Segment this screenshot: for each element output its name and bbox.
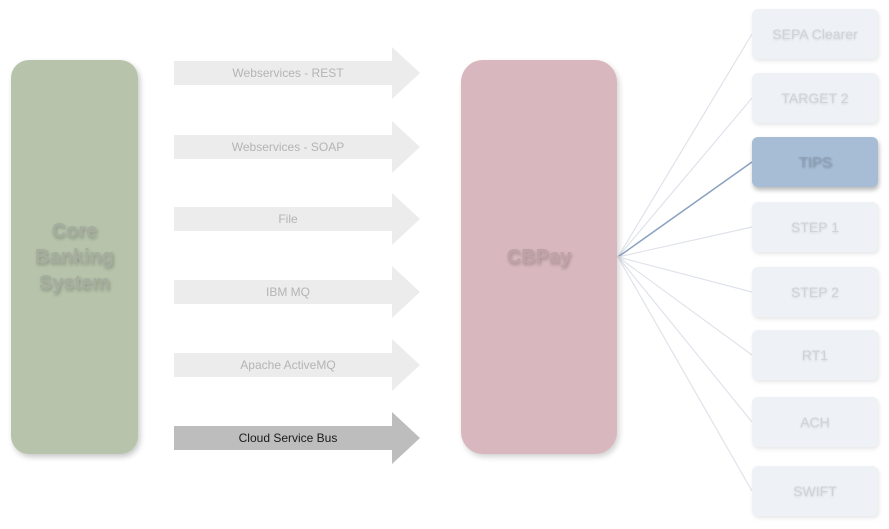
cbpay-label: CBPay xyxy=(506,245,572,268)
target-step-1[interactable]: STEP 1 xyxy=(752,202,878,252)
channel-label: Cloud Service Bus xyxy=(238,431,338,445)
target-label: TIPS xyxy=(798,153,832,171)
target-label: STEP 2 xyxy=(791,284,839,300)
channel-label: Apache ActiveMQ xyxy=(240,358,336,372)
channel-arrow-apache-activemq[interactable]: Apache ActiveMQ xyxy=(174,339,420,391)
target-label: SWIFT xyxy=(793,483,837,499)
connector-line xyxy=(617,256,753,293)
arrow-shape xyxy=(174,47,420,99)
connector-line xyxy=(617,33,753,258)
connector-line xyxy=(617,226,753,258)
target-target-2[interactable]: TARGET 2 xyxy=(752,73,878,123)
core-banking-system-box[interactable]: Core Banking System xyxy=(11,60,138,454)
target-swift[interactable]: SWIFT xyxy=(752,466,878,516)
target-ach[interactable]: ACH xyxy=(752,397,878,447)
target-rt1[interactable]: RT1 xyxy=(752,330,878,380)
channel-label: IBM MQ xyxy=(266,285,310,299)
channel-label: Webservices - REST xyxy=(232,66,344,80)
channel-label: File xyxy=(278,212,298,226)
channel-label: Webservices - SOAP xyxy=(231,140,345,154)
connector-line xyxy=(617,256,753,492)
core-banking-system-label: Core Banking System xyxy=(35,220,114,294)
target-label: ACH xyxy=(800,414,830,430)
channel-arrow-file[interactable]: File xyxy=(174,193,420,245)
arrow-shape xyxy=(174,193,420,245)
target-tips[interactable]: TIPS xyxy=(752,137,878,187)
target-label: TARGET 2 xyxy=(781,90,849,106)
channel-arrow-webservices-rest[interactable]: Webservices - REST xyxy=(174,47,420,99)
connector-line xyxy=(617,256,753,423)
target-sepa-clearer[interactable]: SEPA Clearer xyxy=(752,9,878,59)
arrow-shape xyxy=(174,121,420,173)
connector-line xyxy=(617,256,753,356)
connector-line xyxy=(617,161,753,258)
arrow-shape xyxy=(174,339,420,391)
target-label: SEPA Clearer xyxy=(772,26,858,42)
arrow-shape xyxy=(174,266,420,318)
target-label: STEP 1 xyxy=(791,219,839,235)
arrow-shape xyxy=(174,412,420,464)
channel-arrow-ibm-mq[interactable]: IBM MQ xyxy=(174,266,420,318)
target-label: RT1 xyxy=(801,347,829,363)
target-step-2[interactable]: STEP 2 xyxy=(752,267,878,317)
channel-arrows: Webservices - REST Webservices - SOAP Fi… xyxy=(174,47,420,467)
cbpay-hub-box[interactable]: CBPay xyxy=(461,60,617,454)
connector-line xyxy=(617,97,753,258)
channel-arrow-cloud-service-bus[interactable]: Cloud Service Bus xyxy=(174,412,420,464)
channel-arrow-webservices-soap[interactable]: Webservices - SOAP xyxy=(174,121,420,173)
